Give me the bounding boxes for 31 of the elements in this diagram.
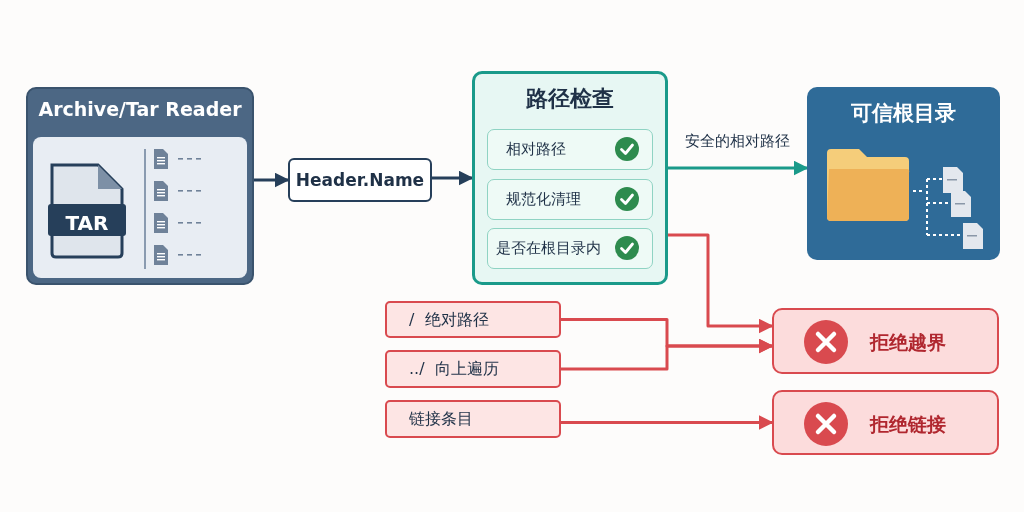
case-label: / 绝对路径 bbox=[409, 310, 489, 331]
arrow bbox=[668, 233, 774, 334]
reject-box bbox=[772, 308, 999, 374]
panel-title: Archive/Tar Reader bbox=[37, 98, 243, 120]
case-label: 链接条目 bbox=[409, 409, 473, 430]
arrow bbox=[432, 170, 474, 186]
path-case-box bbox=[385, 301, 561, 338]
reject-label: 拒绝链接 bbox=[870, 412, 946, 437]
box-label: Header.Name bbox=[294, 170, 426, 190]
check-label: 规范化清理 bbox=[506, 189, 581, 209]
check-label: 相对路径 bbox=[506, 140, 566, 159]
path-case-box bbox=[385, 400, 561, 438]
arrow bbox=[561, 338, 774, 371]
arrow bbox=[561, 415, 774, 430]
panel-title: 路径检查 bbox=[525, 85, 615, 113]
root-directory-panel bbox=[807, 87, 1000, 260]
path-case-box bbox=[385, 350, 561, 388]
reader-panel bbox=[26, 87, 254, 285]
arrow bbox=[254, 172, 290, 188]
case-label: ../ 向上遍历 bbox=[409, 359, 499, 380]
reject-box bbox=[772, 390, 999, 455]
process-box bbox=[288, 158, 432, 202]
reject-label: 拒绝越界 bbox=[870, 330, 946, 355]
check-panel bbox=[472, 71, 668, 285]
arrow bbox=[668, 160, 809, 176]
file-type-label: TAR bbox=[64, 211, 110, 235]
panel-title: 可信根目录 bbox=[850, 100, 957, 127]
check-item bbox=[487, 228, 653, 269]
check-item bbox=[487, 178, 653, 220]
check-label: 是否在根目录内 bbox=[496, 239, 601, 258]
check-item bbox=[487, 129, 653, 170]
